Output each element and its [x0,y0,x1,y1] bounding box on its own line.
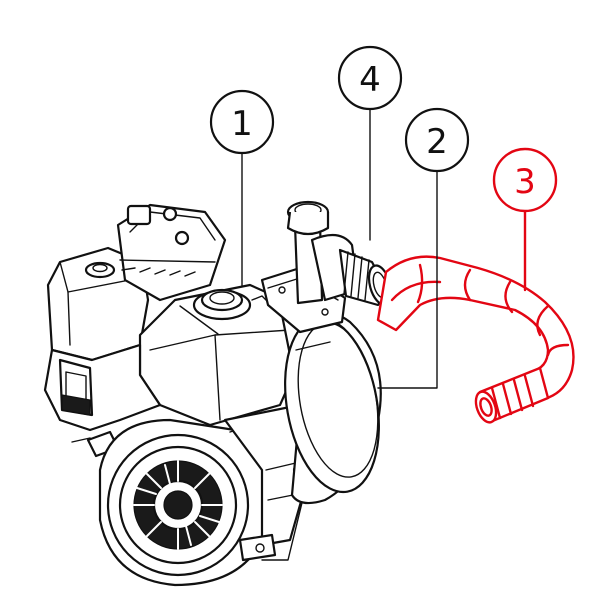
hose-highlighted [376,255,575,424]
outlet-pipe [260,200,393,334]
callout-circle [337,45,403,111]
callout-label-3: 3 [514,162,536,202]
callout-circle [404,107,470,173]
callout-3: 3 [492,147,558,292]
cylinder-head [116,203,227,302]
callout-1: 1 [209,89,275,287]
callout-label-2: 2 [426,122,448,162]
callout-label-4: 4 [359,60,381,100]
callout-2: 2 [377,107,470,389]
engine [43,203,312,587]
callout-label-1: 1 [231,104,253,144]
engine-block [43,343,162,458]
callout-4: 4 [337,45,403,241]
callout-circle [209,89,275,155]
callout-circle [492,147,558,213]
